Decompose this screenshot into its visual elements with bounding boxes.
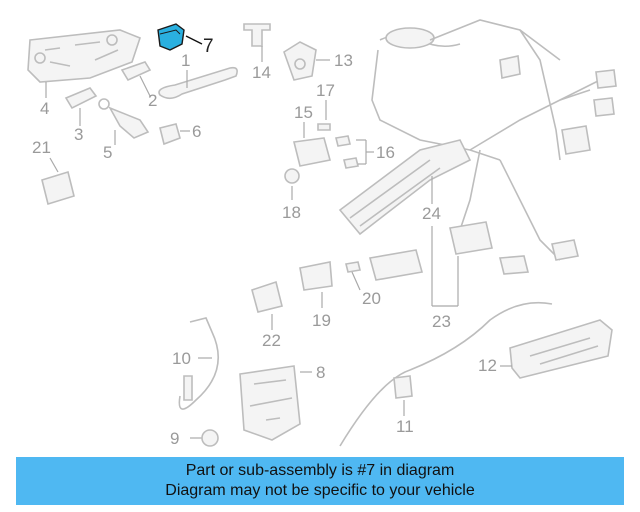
callout-3: 3: [74, 125, 84, 144]
part-1-exterior-handle[interactable]: [158, 66, 238, 100]
callout-14: 14: [252, 63, 271, 82]
callout-13: 13: [334, 51, 353, 70]
part-18-grommet[interactable]: [284, 168, 300, 200]
part-16-bolts[interactable]: [335, 135, 374, 169]
part-10-cable[interactable]: [178, 317, 219, 410]
callout-22: 22: [262, 331, 281, 350]
part-20-module[interactable]: [345, 249, 424, 291]
callout-15: 15: [294, 103, 313, 122]
banner-line-1: Part or sub-assembly is #7 in diagram: [185, 462, 455, 479]
callout-23: 23: [432, 312, 451, 331]
part-3-gasket[interactable]: [64, 87, 98, 126]
part-4-handle-carrier[interactable]: [27, 29, 141, 83]
part-22-cover[interactable]: [251, 280, 283, 330]
part-21-bracket[interactable]: [41, 157, 75, 206]
callout-7: 7: [203, 36, 214, 57]
callout-24: 24: [422, 204, 441, 223]
callout-18: 18: [282, 203, 301, 222]
callout-12: 12: [478, 356, 497, 375]
part-2-cap[interactable]: [120, 61, 152, 97]
callout-17: 17: [316, 81, 335, 100]
callout-2: 2: [148, 91, 158, 110]
part-11-rod[interactable]: [339, 301, 553, 447]
part-6-seal[interactable]: [159, 123, 190, 146]
callout-1: 1: [181, 51, 191, 70]
banner-line-2: Diagram may not be specific to your vehi…: [165, 482, 475, 499]
callout-4: 4: [40, 99, 50, 118]
part-5-lock-cylinder[interactable]: [98, 98, 150, 145]
callout-10: 10: [172, 349, 191, 368]
part-17-bolt[interactable]: [317, 100, 331, 131]
part-14-pin[interactable]: [243, 23, 271, 62]
callout-6: 6: [192, 122, 202, 141]
part-8-latch[interactable]: [239, 365, 312, 441]
info-banner: Part or sub-assembly is #7 in diagram Di…: [16, 457, 624, 505]
callout-16: 16: [376, 143, 395, 162]
callout-8: 8: [316, 363, 326, 382]
callout-20: 20: [362, 289, 381, 308]
part-19-striker[interactable]: [299, 261, 333, 308]
part-24-conduit[interactable]: [338, 139, 472, 236]
part-13-bumper[interactable]: [283, 41, 330, 81]
callout-19: 19: [312, 311, 331, 330]
part-23-bracket-leads[interactable]: [431, 226, 459, 307]
part-12-interior-handle[interactable]: [500, 319, 613, 379]
callout-5: 5: [103, 143, 113, 162]
wiring-harness[interactable]: [371, 19, 617, 275]
part-7-highlighted[interactable]: [157, 23, 185, 51]
part-9-screw[interactable]: [190, 429, 219, 447]
parts-diagram: [27, 19, 617, 447]
callout-21: 21: [32, 138, 51, 157]
part-15-hinge[interactable]: [293, 122, 331, 167]
callout-11: 11: [396, 417, 414, 436]
callout-9: 9: [170, 429, 180, 448]
